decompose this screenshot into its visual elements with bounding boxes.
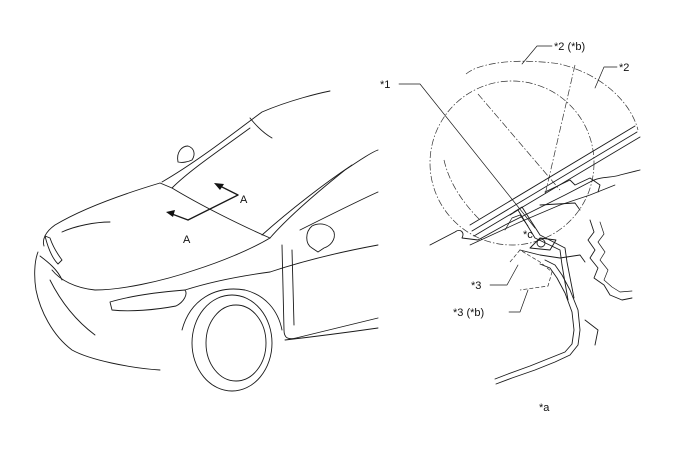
wiper-rail-mid	[471, 131, 638, 232]
panel-edge-inner	[597, 221, 633, 293]
windshield-bottom	[159, 182, 271, 239]
dashed-hose-outline	[509, 249, 553, 291]
hose-3	[539, 202, 581, 211]
body-side-crease	[269, 244, 379, 273]
door-line	[291, 249, 295, 326]
lower-bracket	[584, 319, 599, 346]
hood-left-edge	[43, 182, 161, 247]
dashed-circle-front	[429, 80, 595, 246]
axis-line-2	[544, 64, 576, 196]
view-line	[187, 194, 239, 221]
cowl-top-edge	[429, 169, 641, 246]
detail-view	[398, 45, 641, 385]
bracket-lower	[519, 249, 586, 263]
wiper-rail-top	[469, 125, 636, 226]
a-pillar-inner	[261, 164, 353, 236]
panel-edge	[587, 219, 633, 301]
label-part-2: *2	[619, 62, 629, 74]
label-part-3: *3	[471, 280, 481, 292]
washer-nozzle	[536, 238, 546, 248]
hood-front-edge	[51, 237, 271, 291]
label-part-2b: *2 (*b)	[554, 41, 585, 53]
label-part-3b: *3 (*b)	[453, 307, 484, 319]
grille-top	[39, 255, 63, 281]
right-mirror	[306, 223, 335, 253]
label-point-c: *c	[523, 229, 533, 241]
fender-line	[184, 271, 271, 291]
window-bottom	[299, 191, 379, 231]
arrowhead-lower	[166, 210, 175, 217]
lower-hose-outer	[495, 259, 581, 385]
view-a-label-lower: A	[183, 234, 191, 246]
dashed-arc-top	[465, 60, 639, 131]
right-headlight	[109, 289, 187, 312]
arrowhead-upper	[214, 183, 224, 190]
hose-2	[513, 206, 575, 299]
lower-hose-inner	[494, 263, 575, 380]
axis-line-1	[477, 93, 561, 191]
wheel-arch	[181, 288, 283, 331]
roof-seam	[249, 117, 273, 139]
label-part-1: *1	[380, 79, 390, 91]
door-front-edge	[281, 244, 379, 340]
roof-line	[161, 90, 331, 183]
nozzle-body	[529, 237, 557, 251]
view-arrow-upper	[219, 185, 239, 196]
left-mirror	[177, 145, 195, 163]
leader-3	[489, 264, 519, 286]
front-rim	[205, 304, 267, 382]
front-tire	[191, 294, 273, 392]
view-arrow-lower	[171, 213, 189, 221]
a-pillar	[269, 149, 379, 239]
car-illustration	[34, 90, 379, 392]
leader-2	[594, 66, 618, 89]
leader-1	[398, 83, 536, 229]
hood-crease	[61, 221, 111, 233]
clip-bracket	[544, 177, 601, 193]
leader-2b	[521, 45, 553, 65]
grille-edge	[49, 279, 96, 336]
view-a-label-upper: A	[240, 194, 248, 206]
windshield-left-pillar	[171, 127, 251, 189]
nozzle-bracket	[504, 214, 529, 231]
dashed-arc-left	[443, 159, 481, 221]
left-headlight	[44, 235, 63, 265]
rocker-line	[284, 327, 379, 341]
label-view-a: *a	[539, 402, 550, 414]
front-bumper	[34, 251, 161, 371]
leader-3b	[508, 289, 529, 313]
